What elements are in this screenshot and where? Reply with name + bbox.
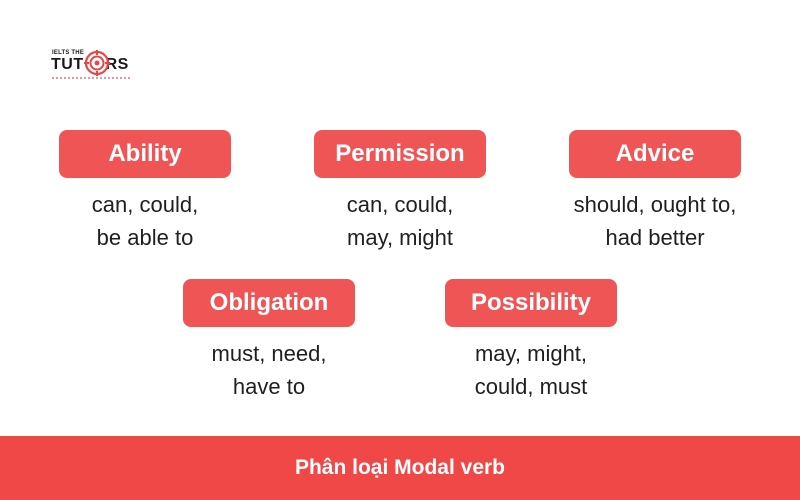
obligation-examples-line-1: must, need, bbox=[211, 341, 327, 366]
ability-examples-line-1: can, could, bbox=[91, 192, 199, 217]
card-possibility: Possibility may, might, could, must bbox=[445, 279, 617, 403]
advice-examples-line-1: should, ought to, bbox=[573, 192, 737, 217]
card-permission: Permission can, could, may, might bbox=[314, 130, 486, 254]
possibility-examples: may, might, could, must bbox=[445, 337, 617, 403]
possibility-examples-line-1: may, might, bbox=[474, 341, 588, 366]
permission-examples-line-1: can, could, bbox=[346, 192, 454, 217]
logo-main-text: TUT RS bbox=[51, 56, 129, 74]
obligation-label: Obligation bbox=[183, 279, 355, 327]
permission-label: Permission bbox=[314, 130, 486, 178]
possibility-examples-line-2: could, must bbox=[474, 374, 588, 399]
ability-examples-line-2: be able to bbox=[96, 225, 194, 250]
logo-tagline bbox=[52, 77, 132, 79]
ability-label: Ability bbox=[59, 130, 231, 178]
logo-main-left: TUT bbox=[51, 56, 84, 73]
permission-examples: can, could, may, might bbox=[314, 188, 486, 254]
permission-examples-line-2: may, might bbox=[347, 225, 453, 250]
advice-examples-line-2: had better bbox=[605, 225, 705, 250]
footer-banner: Phân loại Modal verb bbox=[0, 436, 800, 500]
logo-main-right: RS bbox=[105, 56, 129, 73]
ability-examples: can, could, be able to bbox=[59, 188, 231, 254]
card-obligation: Obligation must, need, have to bbox=[183, 279, 355, 403]
advice-label: Advice bbox=[569, 130, 741, 178]
obligation-examples-line-2: have to bbox=[232, 374, 306, 399]
card-advice: Advice should, ought to, had better bbox=[569, 130, 741, 254]
obligation-examples: must, need, have to bbox=[183, 337, 355, 403]
logo: IELTS THE TUT RS bbox=[50, 44, 140, 86]
target-icon bbox=[84, 50, 110, 76]
logo-top-text: IELTS THE bbox=[52, 50, 85, 56]
card-ability: Ability can, could, be able to bbox=[59, 130, 231, 254]
footer-title: Phân loại Modal verb bbox=[294, 456, 506, 479]
advice-examples: should, ought to, had better bbox=[529, 188, 781, 254]
possibility-label: Possibility bbox=[445, 279, 617, 327]
